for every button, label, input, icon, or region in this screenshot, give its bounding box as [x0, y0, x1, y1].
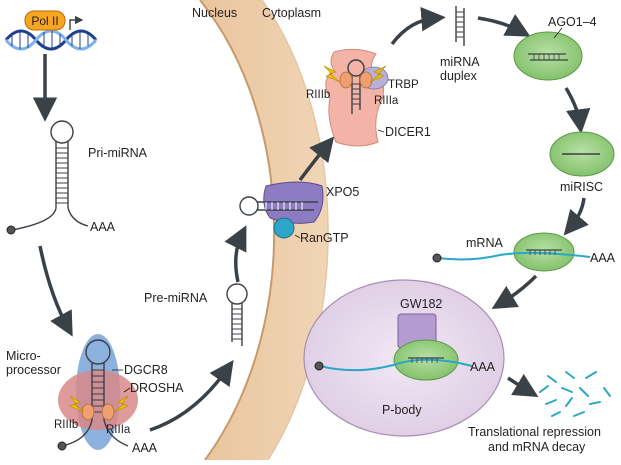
mrna-5prime-cap	[432, 253, 442, 263]
arrow-to-decay	[507, 373, 539, 398]
mrna-bound-risc	[513, 232, 575, 272]
pri-mirna-hairpin	[11, 120, 89, 231]
cytoplasm-label: Cytoplasm	[262, 6, 321, 20]
drosha-riiib-label: RIIIb	[54, 419, 78, 431]
mirisc-label: miRISC	[560, 180, 603, 194]
microprocessor-label-2: processor	[6, 363, 61, 377]
dicer1-label: DICER1	[385, 125, 431, 139]
ago-protein	[513, 31, 583, 81]
cleavage-lightning-left	[69, 395, 85, 413]
ago-label: AGO1–4	[548, 15, 597, 29]
pre-mirna-label: Pre-miRNA	[144, 291, 208, 305]
rangtp-label: RanGTP	[300, 231, 349, 245]
cleavage-lightning-right	[113, 395, 129, 413]
dicer-lightning-left	[323, 65, 341, 83]
arrow-to-ago	[477, 14, 531, 37]
arrow-to-pbody	[491, 274, 538, 310]
arrow-to-pre-mirna	[149, 359, 234, 432]
dicer-riiib-label: RIIIb	[306, 89, 330, 101]
outcome-label-1: Translational repression	[468, 425, 601, 439]
pre-mirna-hairpin	[226, 283, 248, 346]
pol2-label: Pol II	[31, 14, 58, 28]
mrna-strand	[437, 251, 591, 261]
mrna-label: mRNA	[466, 236, 503, 250]
duplex-label-1: miRNA	[440, 55, 480, 69]
transcription-start-arrow	[69, 15, 84, 30]
dicer-riiia-domain	[359, 71, 373, 89]
arrow-to-export	[224, 225, 247, 283]
micro-aaa-label: AAA	[132, 441, 158, 455]
rangtp-protein	[273, 217, 295, 239]
arrow-to-duplex	[390, 6, 446, 46]
drosha-riiia-domain	[101, 403, 115, 421]
pol2-enzyme: Pol II	[24, 10, 66, 31]
drosha-riiib-domain	[81, 403, 95, 421]
micro-5prime-cap	[57, 441, 67, 451]
xpo5-label: XPO5	[326, 185, 359, 199]
dicer-lightning-right	[369, 65, 387, 83]
arrow-to-microprocessor	[38, 245, 73, 337]
drosha-riiia-label: RIIIa	[106, 424, 131, 436]
pri-mirna-aaa-label: AAA	[90, 220, 116, 234]
arrow-to-mrna-target	[563, 197, 589, 236]
microprocessor-label-1: Micro-	[6, 349, 41, 363]
duplex-label-2: duplex	[440, 69, 478, 83]
dna-helix	[4, 29, 98, 51]
mrna-aaa-label: AAA	[590, 251, 616, 265]
drosha-label: DROSHA	[130, 381, 184, 395]
dicer-riiib-domain	[339, 71, 353, 89]
arrow-to-dicer	[298, 136, 335, 182]
xpo5-export-complex	[239, 181, 324, 239]
pbody-aaa-label: AAA	[470, 360, 496, 374]
mrna-fragments	[539, 371, 611, 417]
pri-mirna-basepairs	[56, 147, 68, 204]
dgcr8-label: DGCR8	[124, 363, 168, 377]
pri-mirna-label: Pri-miRNA	[88, 146, 148, 160]
gw182-label: GW182	[400, 297, 442, 311]
arrow-to-mirisc	[564, 87, 591, 134]
dicer-complex	[323, 48, 389, 147]
pbody-mrna-strand	[319, 358, 473, 372]
outcome-label-2: and mRNA decay	[488, 440, 586, 454]
pri-mirna-5prime-cap	[6, 225, 16, 235]
dicer-riiia-label: RIIIa	[374, 95, 399, 107]
nucleus-label: Nucleus	[192, 6, 237, 20]
pbody-5prime-cap	[314, 361, 324, 371]
pbody-label: P-body	[382, 403, 422, 417]
trbp-label: TRBP	[388, 79, 419, 91]
